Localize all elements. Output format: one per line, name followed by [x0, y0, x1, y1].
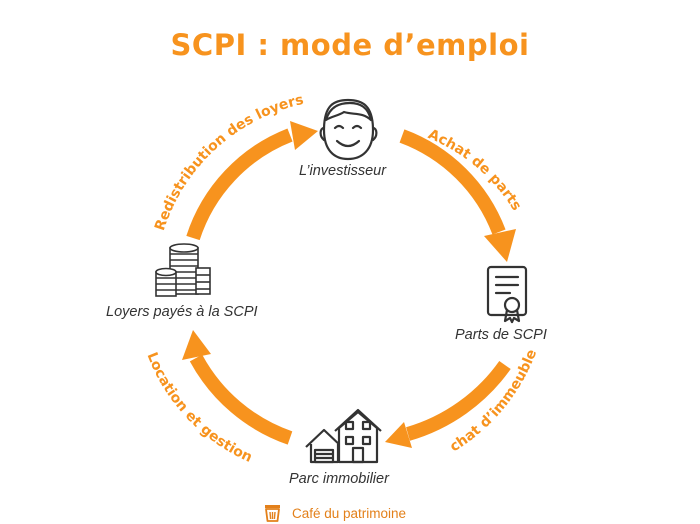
arrow-label-achat-immeubles: Achat d’immeubles [0, 0, 540, 455]
footer-brand: Café du patrimoine [262, 502, 406, 524]
page-title: SCPI : mode d’emploi [170, 28, 530, 62]
arrow-label-redistribution: Redistribution des loyers [152, 92, 305, 233]
node-label-loyers: Loyers payés à la SCPI [106, 304, 258, 320]
investor-face-icon [319, 98, 378, 161]
footer-brand-text: Café du patrimoine [292, 505, 407, 521]
certificate-icon [486, 265, 528, 324]
houses-icon [305, 408, 382, 464]
coffee-cup-icon [265, 505, 280, 522]
coin-stacks-icon [155, 243, 211, 297]
node-label-parc-immobilier: Parc immobilier [289, 471, 389, 487]
node-label-parts-scpi: Parts de SCPI [455, 327, 547, 343]
arrow-achat-de-parts [399, 129, 516, 262]
arrow-redistribution [186, 121, 318, 241]
arrow-location-gestion [182, 330, 293, 445]
node-label-investisseur: L’investisseur [299, 163, 387, 179]
arrow-achat-immeubles [385, 360, 511, 448]
